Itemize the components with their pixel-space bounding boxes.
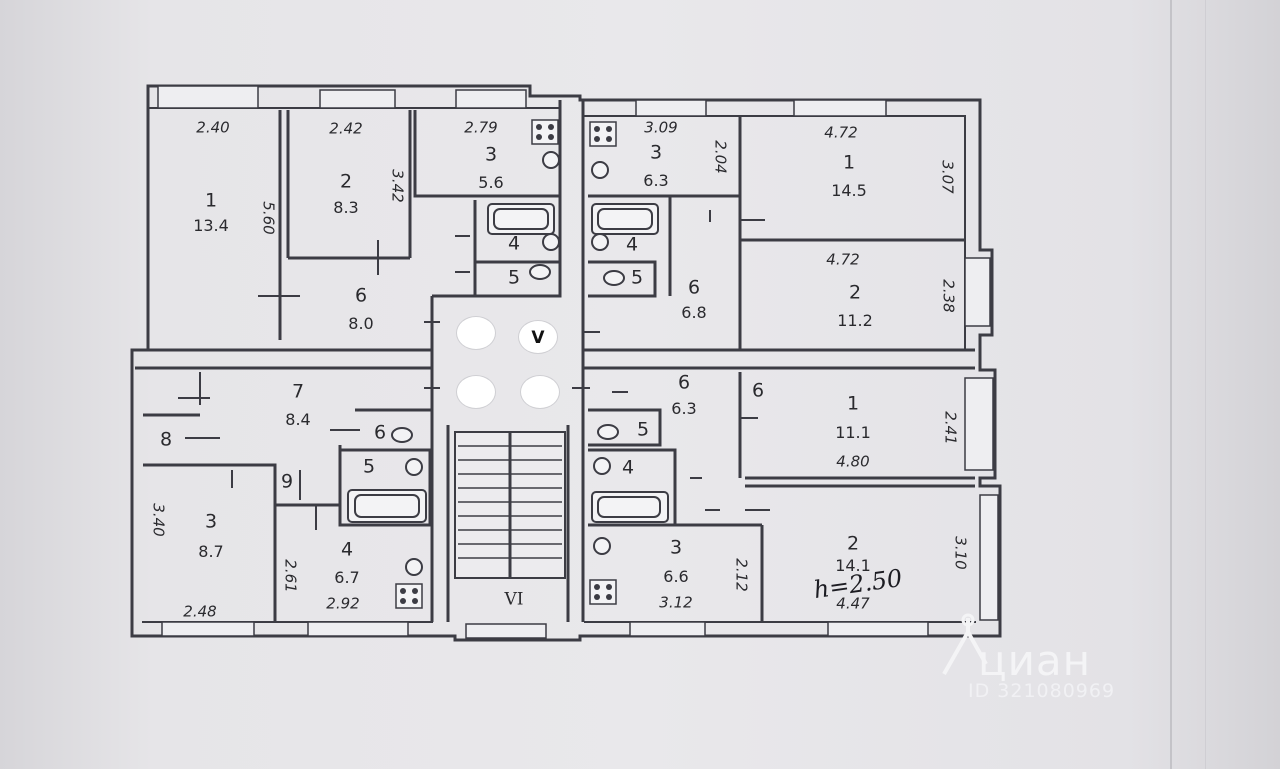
dimension-label: 2.12 bbox=[732, 558, 751, 592]
room-area: 6.7 bbox=[334, 568, 360, 587]
room-number: 4 bbox=[621, 456, 635, 479]
room-area: 8.7 bbox=[198, 542, 224, 561]
room-number: 1 bbox=[846, 392, 860, 415]
dimension-label: 3.40 bbox=[149, 503, 168, 537]
room-number: 2 bbox=[846, 532, 860, 555]
room-number: 5 bbox=[507, 266, 521, 289]
room-number: 6 bbox=[687, 276, 701, 299]
dimension-label: 3.42 bbox=[388, 169, 407, 203]
room-number: 8 bbox=[159, 428, 173, 451]
dimension-label: 2.40 bbox=[196, 118, 230, 137]
room-number: 7 bbox=[291, 380, 305, 403]
room-area: 8.0 bbox=[348, 314, 374, 333]
room-number: 6 bbox=[354, 284, 368, 307]
room-number: 5 bbox=[362, 455, 376, 478]
page-edge-outer bbox=[1205, 0, 1206, 769]
page-edge bbox=[1170, 0, 1172, 769]
dimension-label: 3.12 bbox=[659, 593, 693, 612]
room-number: 2 bbox=[339, 170, 353, 193]
room-number: 6 bbox=[373, 421, 387, 444]
dimension-label: 2.92 bbox=[326, 594, 360, 613]
dimension-label: 2.41 bbox=[941, 411, 960, 445]
dimension-label: 2.61 bbox=[281, 559, 300, 593]
room-number: 9 bbox=[280, 470, 294, 493]
room-number: 4 bbox=[625, 233, 639, 256]
room-area: 14.1 bbox=[835, 556, 871, 575]
watermark-brand: циан bbox=[978, 636, 1092, 685]
dimension-label: 4.47 bbox=[836, 594, 870, 613]
room-area: 6.6 bbox=[663, 567, 689, 586]
dimension-label: 2.38 bbox=[939, 279, 958, 313]
room-area: 6.3 bbox=[643, 171, 669, 190]
dimension-label: 2.48 bbox=[183, 602, 217, 621]
shaft-circle-1 bbox=[456, 316, 496, 350]
room-number: 3 bbox=[669, 536, 683, 559]
dimension-label: 4.72 bbox=[824, 123, 858, 142]
watermark-id: ID 321080969 bbox=[968, 680, 1116, 702]
room-area: 13.4 bbox=[193, 216, 229, 235]
room-number: 1 bbox=[204, 189, 218, 212]
shaft-circle-4 bbox=[520, 375, 560, 409]
room-number: 3 bbox=[649, 141, 663, 164]
room-number: 5 bbox=[630, 266, 644, 289]
room-number: 4 bbox=[507, 232, 521, 255]
room-area: 5.6 bbox=[478, 173, 504, 192]
room-number: 5 bbox=[636, 418, 650, 441]
shaft-circle-2 bbox=[518, 320, 558, 354]
room-area: 6.3 bbox=[671, 399, 697, 418]
dimension-label: 4.72 bbox=[826, 250, 860, 269]
dimension-label: 2.79 bbox=[464, 118, 498, 137]
room-number: 3 bbox=[484, 143, 498, 166]
dimension-label: 2.04 bbox=[711, 140, 730, 174]
dimension-label: 3.07 bbox=[938, 160, 957, 194]
room-area: 8.4 bbox=[285, 410, 311, 429]
stair-label: VI bbox=[504, 589, 524, 610]
room-number: 3 bbox=[204, 510, 218, 533]
room-area: 11.2 bbox=[837, 311, 873, 330]
cian-logo-icon bbox=[942, 613, 988, 675]
room-area: 11.1 bbox=[835, 423, 871, 442]
shaft-circle-3 bbox=[456, 375, 496, 409]
room-number: 1 bbox=[842, 151, 856, 174]
dimension-label: 4.80 bbox=[836, 452, 870, 471]
room-area: 8.3 bbox=[333, 198, 359, 217]
dimension-label: 3.10 bbox=[951, 536, 970, 570]
dimension-label: 5.60 bbox=[259, 201, 278, 235]
dimension-label: 3.09 bbox=[644, 118, 678, 137]
room-area: 6.8 bbox=[681, 303, 707, 322]
room-number: 4 bbox=[340, 538, 354, 561]
room-number: 6 bbox=[751, 379, 765, 402]
staircase-steps bbox=[458, 445, 562, 559]
room-number: 2 bbox=[848, 281, 862, 304]
room-area: 14.5 bbox=[831, 181, 867, 200]
room-number: 6 bbox=[677, 371, 691, 394]
dimension-label: 2.42 bbox=[329, 119, 363, 138]
shaft-label: V bbox=[531, 328, 545, 348]
